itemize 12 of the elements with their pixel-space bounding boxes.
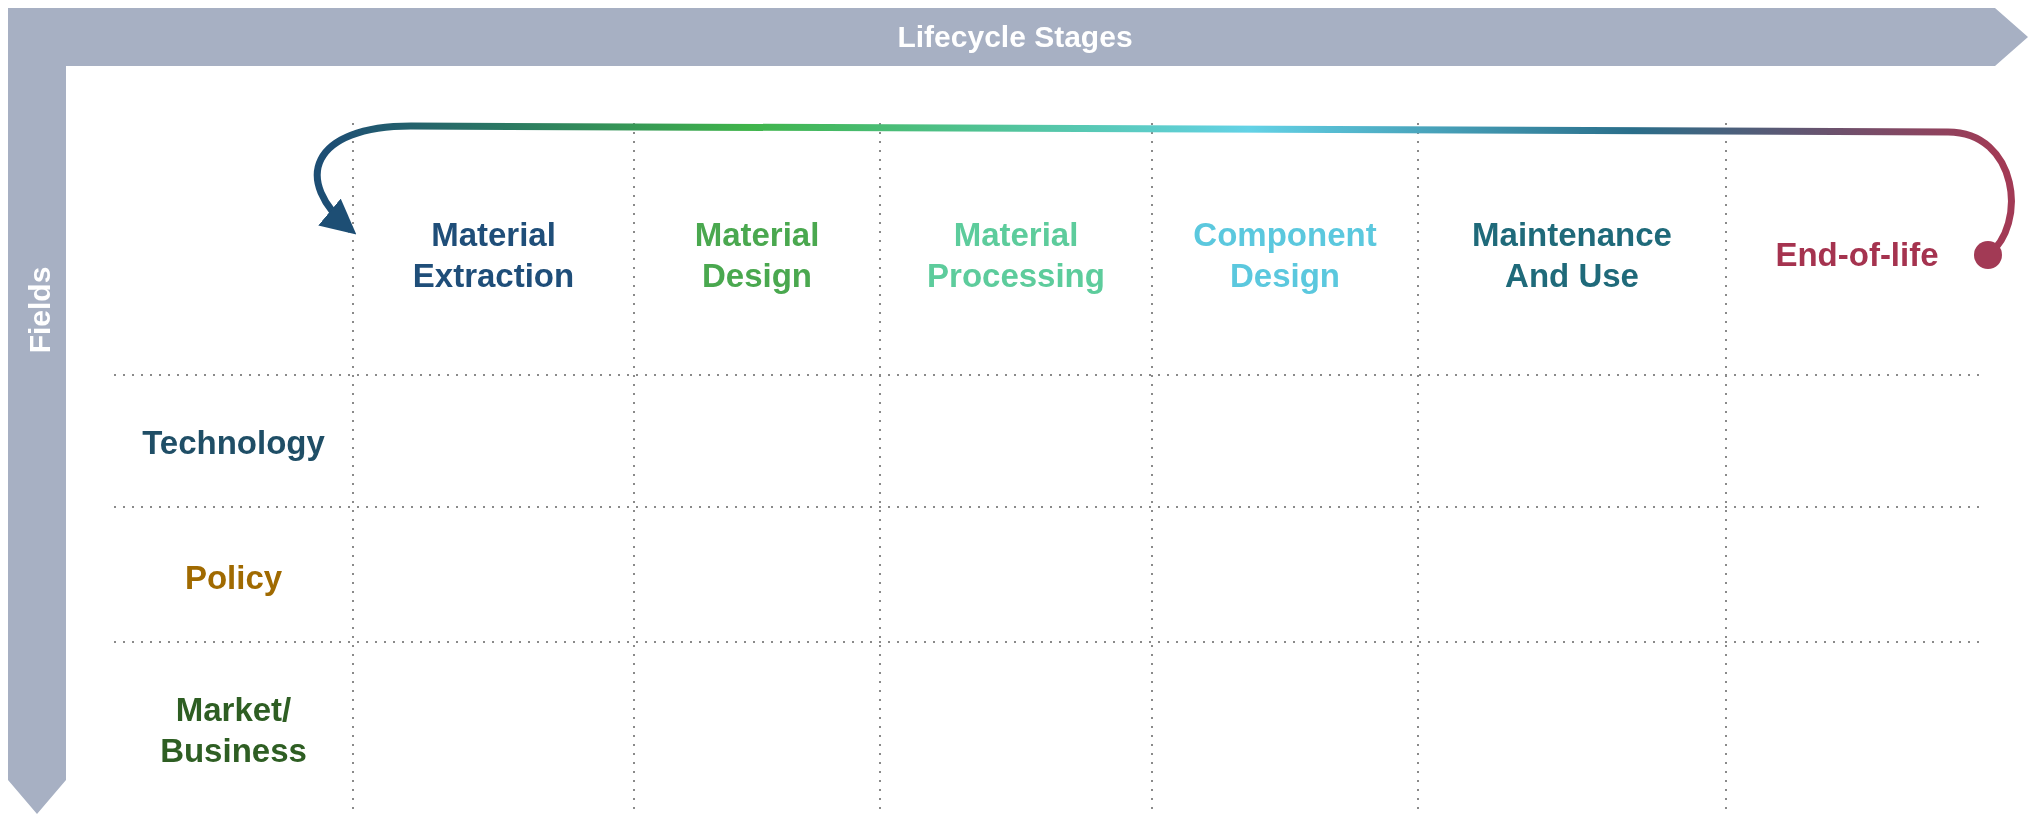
cycle-arrow	[314, 122, 2015, 269]
axis-label: Lifecycle Stages	[897, 19, 1133, 56]
axis-label: Fields	[22, 266, 58, 354]
row-label: Market/ Business	[159, 689, 308, 771]
stage-label: Component Design	[1152, 200, 1418, 310]
row-label: Policy	[183, 558, 284, 599]
stage-label: Material Processing	[880, 200, 1152, 310]
row-label: Technology	[141, 423, 326, 464]
stage-label: End-of-life	[1726, 200, 1988, 310]
stage-label: Material Design	[634, 200, 880, 310]
stage-label: Maintenance And Use	[1418, 200, 1726, 310]
stage-label: Material Extraction	[353, 200, 634, 310]
